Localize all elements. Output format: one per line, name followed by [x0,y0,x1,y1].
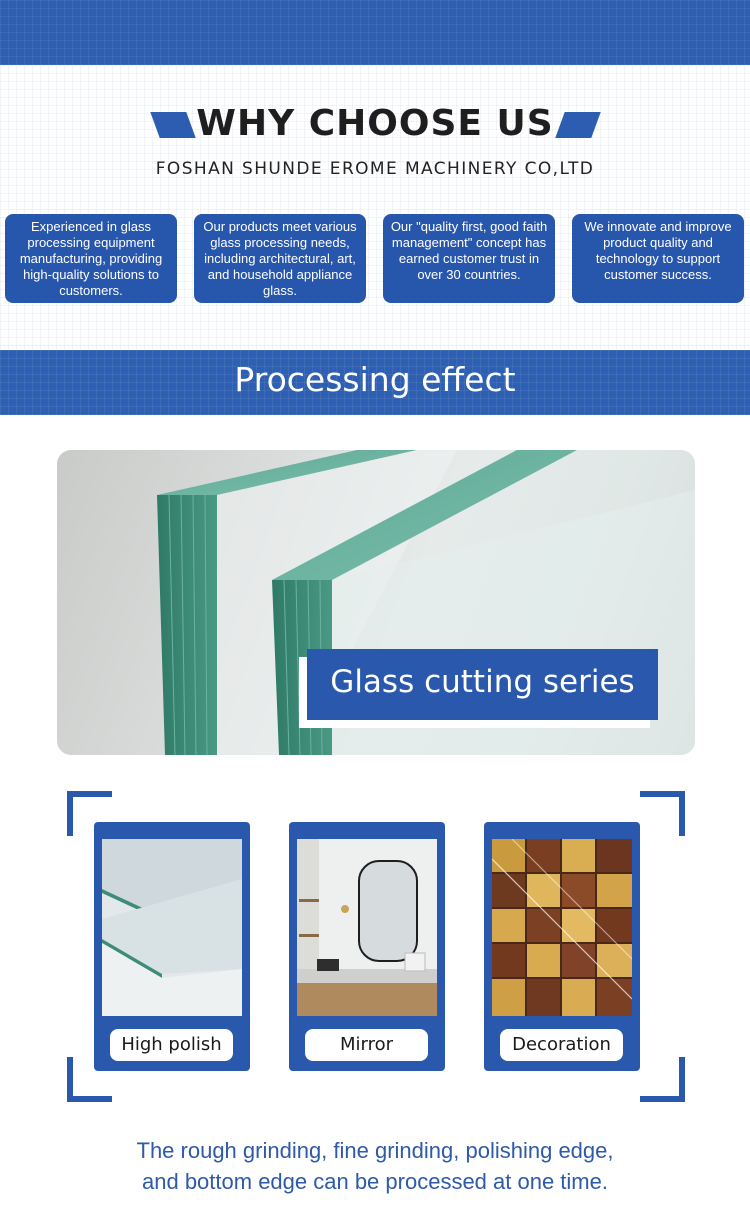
decoration-photo [492,839,632,1016]
corner-bracket-bottom-right [640,1057,685,1102]
corner-bracket-top-left [67,791,112,836]
tile-high-polish: High polish [94,822,250,1071]
high-polish-label: High polish [110,1029,233,1061]
description-line-2: and bottom edge can be processed at one … [142,1169,608,1194]
hero-label: Glass cutting series [330,664,635,700]
description-line-1: The rough grinding, fine grinding, polis… [136,1138,614,1163]
feature-card-experience: Experienced in glass processing equipmen… [5,214,177,303]
hero-label-box [307,649,658,720]
tile-decoration: Decoration [484,822,640,1071]
mirror-photo [297,839,437,1016]
corner-bracket-bottom-left [67,1057,112,1102]
feature-card-products: Our products meet various glass processi… [194,214,366,303]
processing-description: The rough grinding, fine grinding, polis… [0,1135,750,1197]
corner-bracket-top-right [640,791,685,836]
section-title: WHY CHOOSE US [196,103,554,144]
processing-effect-banner [0,350,750,415]
decoration-label: Decoration [500,1029,623,1061]
mirror-label: Mirror [305,1029,428,1061]
tile-mirror: Mirror [289,822,445,1071]
top-banner [0,0,750,65]
high-polish-photo [102,839,242,1016]
feature-card-quality: Our "quality first, good faith managemen… [383,214,555,303]
company-name: FOSHAN SHUNDE EROME MACHINERY CO,LTD [155,159,595,179]
processing-effect-title: Processing effect [234,360,516,399]
feature-card-innovation: We innovate and improve product quality … [572,214,744,303]
